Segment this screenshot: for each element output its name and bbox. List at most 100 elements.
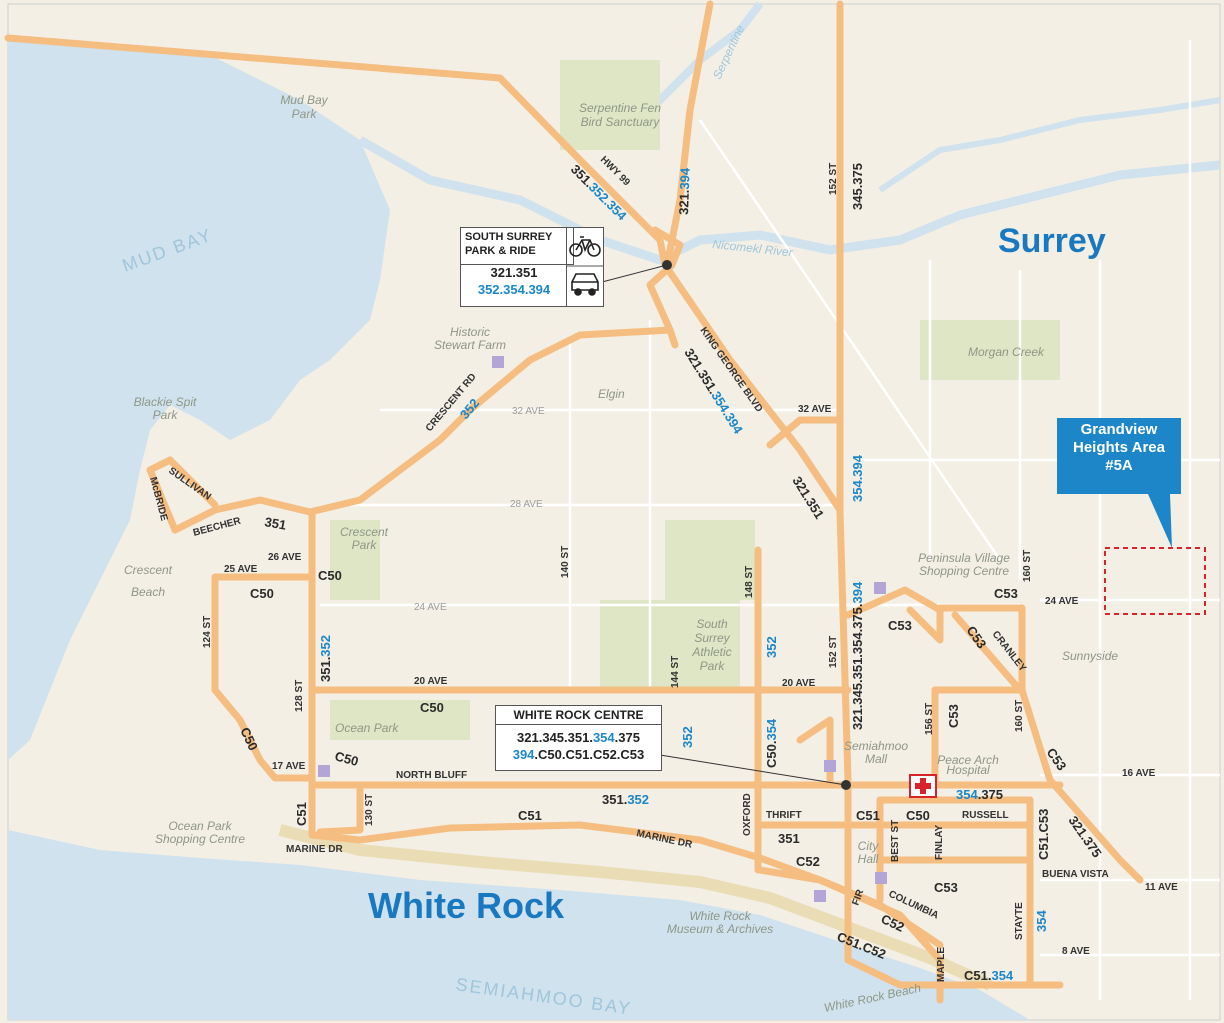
street-buena-vista: BUENA VISTA xyxy=(1042,869,1109,880)
beach-strip xyxy=(278,824,993,991)
label-elgin: Elgin xyxy=(598,387,625,401)
route-label-351-beecher: 351 xyxy=(263,514,287,533)
white-rock-centre-line1: 321.345.351.354.375 xyxy=(496,729,661,746)
landmark-semiahmoo-mall xyxy=(824,760,836,772)
park-ride-title-line1: SOUTH SURREY xyxy=(465,231,553,243)
street-17ave: 17 AVE xyxy=(272,761,306,772)
street-fir: FIR xyxy=(850,887,866,907)
bicycle-icon xyxy=(569,236,601,257)
route-label-352-a: 352 xyxy=(680,726,695,748)
park-ride-leader xyxy=(601,264,668,283)
white-rock-centre-line2: 394.C50.C51.C52.C53 xyxy=(496,746,661,763)
route-label-352-b: 352 xyxy=(764,636,779,658)
street-16ave: 16 AVE xyxy=(1122,768,1156,779)
street-32ave-east: 32 AVE xyxy=(798,404,832,415)
city-white-rock: White Rock xyxy=(368,885,565,926)
grandview-area-outline xyxy=(1104,547,1206,615)
park-ride-icons xyxy=(566,228,603,306)
street-maple: MAPLE xyxy=(936,947,947,982)
landmark-city-hall xyxy=(875,872,887,884)
white-rock-centre-callout: WHITE ROCK CENTRE 321.345.351.354.375 39… xyxy=(495,705,662,771)
route-label-c50-f: C50 xyxy=(906,808,930,823)
street-148st: 148 ST xyxy=(744,566,755,598)
route-label-c52-a: C52 xyxy=(796,854,820,869)
grandview-line1: Grandview xyxy=(1080,421,1158,438)
route-label-north-bluff: 351.352 xyxy=(602,792,649,807)
street-152st-b: 152 ST xyxy=(828,636,839,668)
street-160st: 160 ST xyxy=(1022,550,1033,582)
street-20ave-b: 20 AVE xyxy=(782,678,816,689)
route-label-c51-a: C51 xyxy=(294,802,309,826)
street-russell: RUSSELL xyxy=(962,810,1009,821)
hospital-icon xyxy=(909,774,937,798)
park-ride-routes-line2: 352.354.394 xyxy=(477,282,551,297)
route-label-c53-a: C53 xyxy=(888,618,912,633)
wrc-routes-c: .375 xyxy=(614,730,640,745)
street-20ave: 20 AVE xyxy=(414,676,448,687)
route-label-c53-d: C53 xyxy=(946,704,961,728)
route-label-c50-b: C50 xyxy=(250,586,274,601)
street-thrift: THRIFT xyxy=(766,810,802,821)
street-152st: 152 ST xyxy=(828,163,839,195)
street-north-bluff: NORTH BLUFF xyxy=(396,770,467,781)
street-160st-b: 160 ST xyxy=(1014,700,1025,732)
street-oxford: OXFORD xyxy=(742,793,753,836)
label-ocean-park: Ocean Park xyxy=(335,721,399,735)
landmark-stewart-farm xyxy=(492,356,504,368)
street-finlay: FINLAY xyxy=(934,824,945,860)
route-label-c50-c: C50 xyxy=(420,700,444,715)
nicomekl-river xyxy=(357,136,1221,265)
route-label-c51-c: C51 xyxy=(856,808,880,823)
wrc-routes-b: 354 xyxy=(592,730,615,745)
grandview-heights-callout: Grandview Heights Area #5A xyxy=(1057,418,1181,494)
park-elgin xyxy=(665,520,755,600)
street-124st: 124 ST xyxy=(202,616,213,648)
wrc-routes-a: 321.345.351. xyxy=(517,730,593,745)
street-8ave: 8 AVE xyxy=(1062,946,1090,957)
street-140st: 140 ST xyxy=(560,546,571,578)
landmark-ocean-park xyxy=(318,765,330,777)
street-28ave: 28 AVE xyxy=(510,499,543,510)
route-network xyxy=(4,0,1144,1004)
street-grid xyxy=(320,40,1220,1000)
street-marine-dr: MARINE DR xyxy=(286,844,343,855)
route-label-354-b: 354 xyxy=(1034,910,1049,932)
street-144st: 144 ST xyxy=(670,656,681,688)
street-26ave: 26 AVE xyxy=(268,552,302,563)
park-athletic xyxy=(600,600,740,690)
park-morgan xyxy=(920,320,1060,380)
route-label-c50-a: C50 xyxy=(318,568,342,583)
city-surrey: Surrey xyxy=(998,222,1106,260)
park-ride-routes: 321.351 352.354.394 xyxy=(461,264,567,298)
mud-bay-water xyxy=(8,40,390,760)
street-156st: 156 ST xyxy=(924,703,935,735)
park-crescent xyxy=(330,520,380,600)
route-label-c51-b: C51 xyxy=(518,808,542,823)
street-24ave: 24 AVE xyxy=(414,602,447,613)
creek xyxy=(878,97,1221,193)
route-label-148: C50.354 xyxy=(764,718,779,768)
landmark-museum xyxy=(814,890,826,902)
park-ride-routes-line1: 321.351 xyxy=(490,265,538,280)
route-label-152-north: 345.375 xyxy=(850,163,865,210)
grandview-line3: #5A xyxy=(1105,457,1133,474)
grandview-line2: Heights Area xyxy=(1073,439,1165,456)
route-label-c53-b: C53 xyxy=(994,586,1018,601)
semiahmoo-bay-water xyxy=(8,830,1030,1020)
landmark-peninsula-village xyxy=(874,582,886,594)
white-rock-centre-title: WHITE ROCK CENTRE xyxy=(496,706,661,725)
route-label-c50-e: C50 xyxy=(333,748,360,769)
car-icon xyxy=(571,273,599,296)
